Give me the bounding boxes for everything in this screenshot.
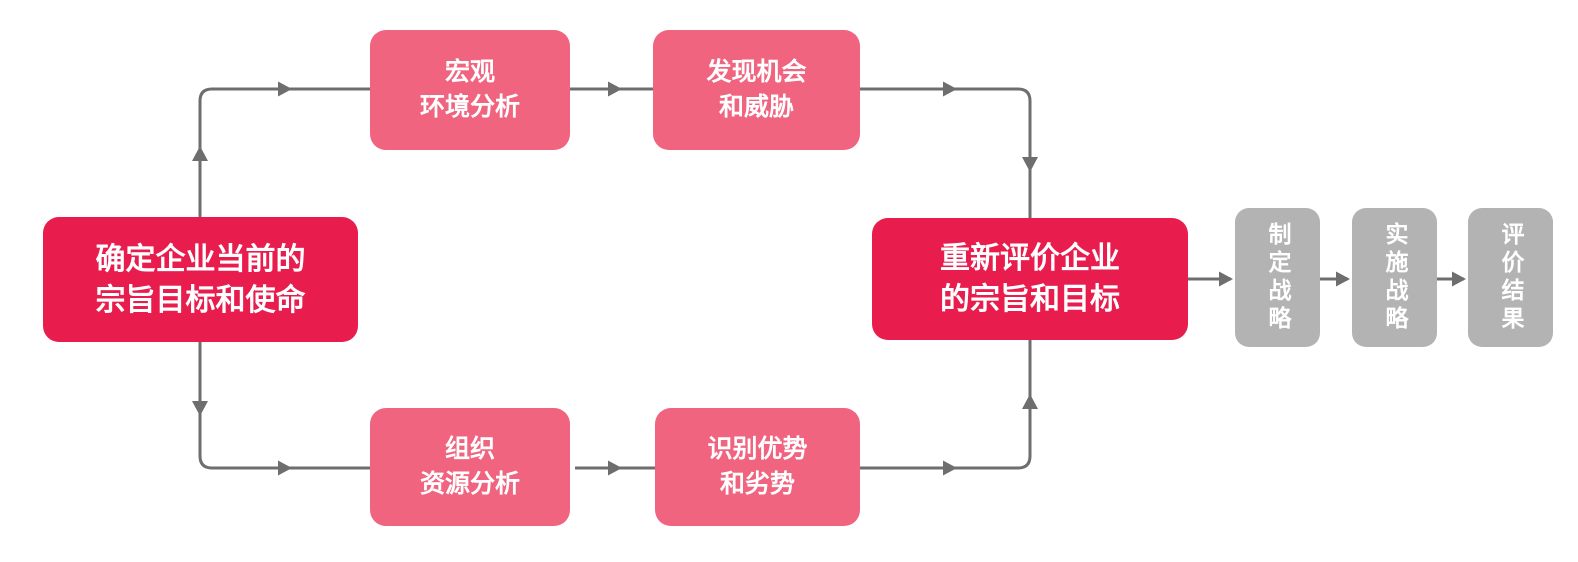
node-label-line: 宏观 — [444, 58, 495, 86]
node-strengths-weaknesses: 识别优势 和劣势 — [655, 408, 860, 526]
node-current-mission: 确定企业当前的 宗旨目标和使命 — [43, 217, 358, 342]
arrow-up-icon — [192, 146, 208, 161]
arrow-right-icon — [943, 81, 957, 97]
connector-start-to-resource — [198, 342, 370, 470]
node-organization-resource-analysis: 组织 资源分析 — [370, 408, 570, 526]
arrow-right-icon — [278, 81, 292, 97]
node-opportunities-threats: 发现机会 和威胁 — [653, 30, 860, 150]
connector-strength-to-reevaluate — [860, 340, 1032, 470]
connector-start-to-macro — [198, 87, 370, 217]
node-label-line: 宗旨目标和使命 — [95, 283, 306, 317]
node-label-line: 重新评价企业 — [940, 242, 1120, 275]
node-reevaluate-goals: 重新评价企业 的宗旨和目标 — [872, 218, 1188, 340]
arrow-right-icon — [1219, 271, 1233, 287]
node-label-line: 资源分析 — [419, 470, 520, 498]
node-label-line: 环境分析 — [419, 93, 520, 121]
arrow-right-icon — [943, 460, 957, 476]
node-label-line: 组织 — [444, 435, 495, 463]
arrow-up-icon — [1022, 394, 1038, 409]
node-evaluate-results: 评价结果 — [1468, 208, 1553, 347]
node-macro-environment-analysis: 宏观 环境分析 — [370, 30, 570, 150]
node-label-vertical: 实施战略 — [1382, 221, 1408, 334]
arrow-right-icon — [1336, 271, 1350, 287]
node-label-line: 识别优势 — [707, 435, 808, 463]
node-label-line: 发现机会 — [706, 58, 807, 86]
node-label-line: 的宗旨和目标 — [940, 283, 1120, 316]
arrow-right-icon — [608, 81, 622, 97]
arrow-right-icon — [278, 460, 292, 476]
node-label-line: 确定企业当前的 — [95, 242, 306, 276]
arrow-right-icon — [608, 460, 622, 476]
node-label-line: 和威胁 — [718, 93, 794, 121]
node-label-vertical: 制定战略 — [1265, 221, 1291, 334]
node-formulate-strategy: 制定战略 — [1235, 208, 1320, 347]
arrow-right-icon — [1452, 271, 1466, 287]
arrow-down-icon — [192, 401, 208, 416]
arrow-down-icon — [1022, 157, 1038, 172]
node-implement-strategy: 实施战略 — [1352, 208, 1437, 347]
connector-opportunity-to-reevaluate — [860, 87, 1032, 218]
node-label-vertical: 评价结果 — [1498, 221, 1524, 334]
node-label-line: 和劣势 — [719, 470, 795, 498]
